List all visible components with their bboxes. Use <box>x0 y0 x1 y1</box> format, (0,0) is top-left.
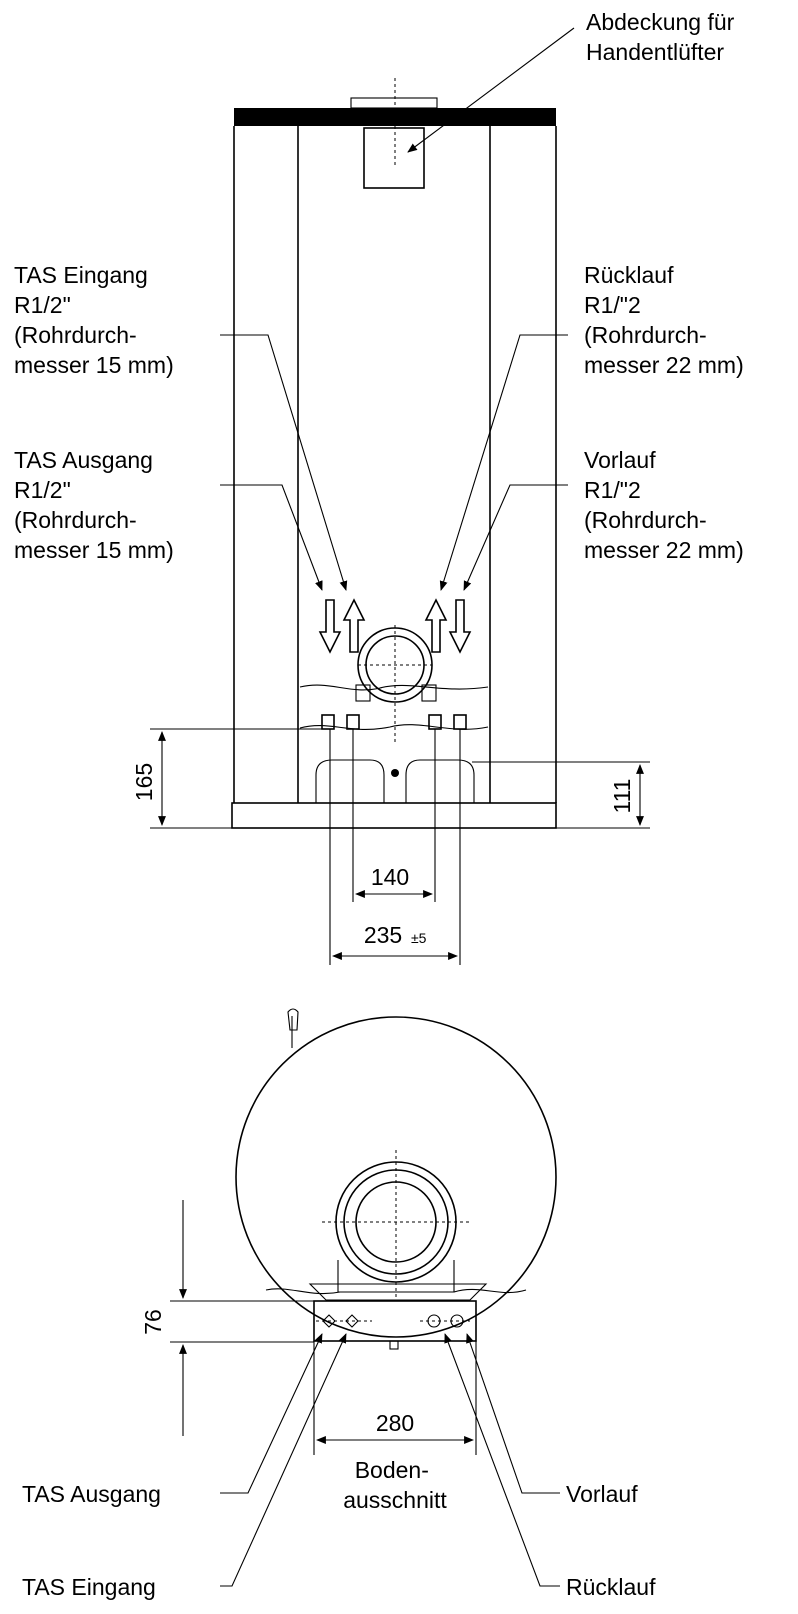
tas-inlet-line-1: TAS Eingang <box>14 262 148 288</box>
tas-outlet-label: TAS Ausgang R1/2" (Rohrdurch- messer 15 … <box>14 447 174 563</box>
bottom-tas-outlet-label: TAS Ausgang <box>22 1481 161 1507</box>
dim-280: 280 <box>376 1410 414 1436</box>
dim-140: 140 <box>371 864 409 890</box>
return-line-4: messer 22 mm) <box>584 352 744 378</box>
dim-235: 235 <box>364 922 402 948</box>
bottom-tas-inlet-label: TAS Eingang <box>22 1574 156 1600</box>
tank-outline <box>235 1016 557 1338</box>
flow-direction-arrows <box>318 598 472 654</box>
base-plate <box>231 802 557 829</box>
return-line-2: R1/"2 <box>584 292 641 318</box>
flow-line-1: Vorlauf <box>584 447 656 473</box>
front-view <box>150 27 650 965</box>
cutout-label: Boden- ausschnitt <box>343 1457 447 1513</box>
cover-label-line-2: Handentlüfter <box>586 39 724 65</box>
bottom-connections <box>316 1314 470 1328</box>
tas-inlet-line-3: (Rohrdurch- <box>14 322 137 348</box>
dim-76: 76 <box>140 1309 166 1335</box>
flow-line-3: (Rohrdurch- <box>584 507 707 533</box>
cover-label-line-1: Abdeckung für <box>586 9 735 35</box>
tas-outlet-line-4: messer 15 mm) <box>14 537 174 563</box>
flow-line-4: messer 22 mm) <box>584 537 744 563</box>
return-line-1: Rücklauf <box>584 262 674 288</box>
dim-111: 111 <box>609 779 635 814</box>
bottom-flow-label: Vorlauf <box>566 1481 638 1507</box>
tas-inlet-label: TAS Eingang R1/2" (Rohrdurch- messer 15 … <box>14 262 174 378</box>
return-label: Rücklauf R1/"2 (Rohrdurch- messer 22 mm) <box>584 262 744 378</box>
flow-label: Vorlauf R1/"2 (Rohrdurch- messer 22 mm) <box>584 447 744 563</box>
tas-inlet-line-4: messer 15 mm) <box>14 352 174 378</box>
tas-inlet-line-2: R1/2" <box>14 292 71 318</box>
tas-outlet-line-1: TAS Ausgang <box>14 447 153 473</box>
return-line-3: (Rohrdurch- <box>584 322 707 348</box>
cover-label: Abdeckung für Handentlüfter <box>586 9 741 65</box>
vent-cover <box>363 127 425 189</box>
bottom-return-label: Rücklauf <box>566 1574 656 1600</box>
tas-outlet-line-3: (Rohrdurch- <box>14 507 137 533</box>
flow-line-2: R1/"2 <box>584 477 641 503</box>
dim-235-tolerance: ±5 <box>411 930 427 946</box>
cutout-label-line-2: ausschnitt <box>343 1487 447 1513</box>
cutout-label-line-1: Boden- <box>355 1457 429 1483</box>
top-stub <box>350 97 438 109</box>
dim-165: 165 <box>131 763 157 801</box>
tas-outlet-line-2: R1/2" <box>14 477 71 503</box>
bottom-view <box>170 1008 560 1587</box>
